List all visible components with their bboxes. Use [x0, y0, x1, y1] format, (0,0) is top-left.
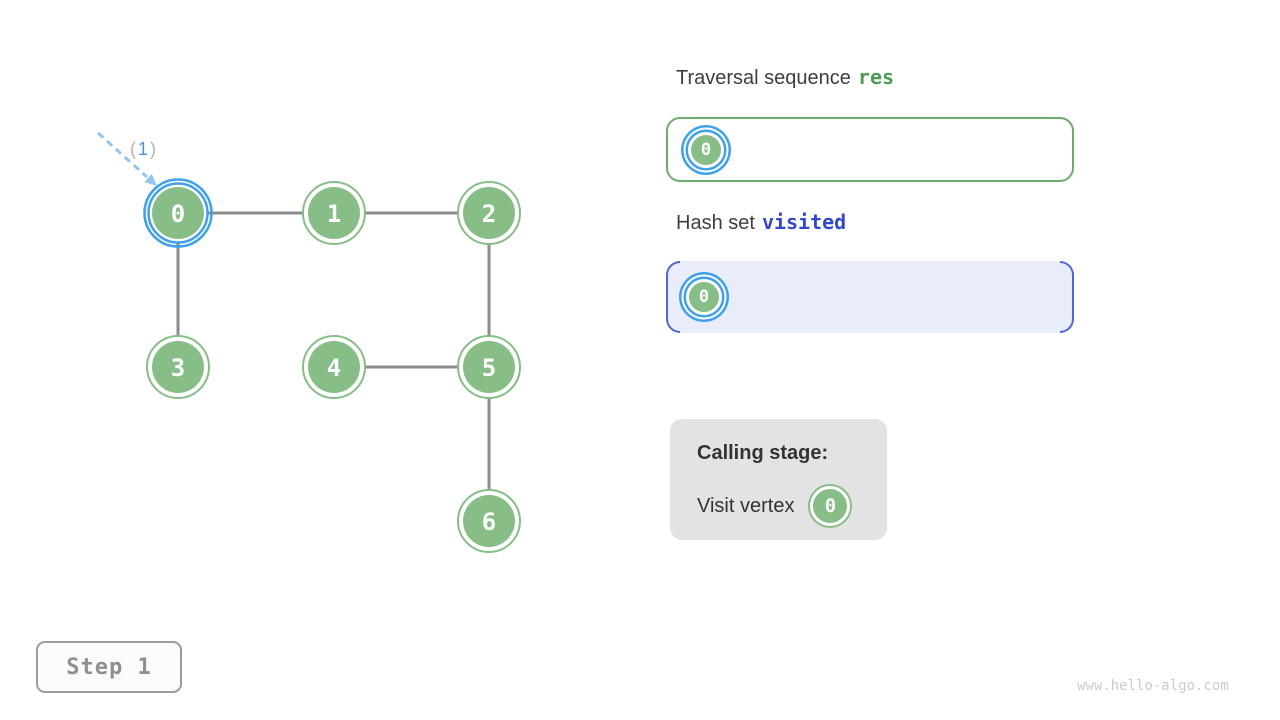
calling-stage-line: Visit vertex 0: [697, 486, 887, 526]
calling-vertex-node: 0: [810, 486, 851, 526]
graph-node-3[interactable]: 3: [146, 335, 210, 399]
hash-set-title-text: Hash set: [676, 212, 755, 234]
calling-stage-title: Calling stage:: [697, 442, 829, 464]
watermark: www.hello-algo.com: [1077, 678, 1229, 694]
graph-nodes: 0 1 2 3 4 5 6: [143, 178, 521, 553]
calling-vertex-label: 0: [824, 495, 837, 517]
hash-set-title: Hash set visited: [676, 209, 846, 236]
traversal-sequence-box: 0: [666, 117, 1074, 182]
hash-set-box: 0: [666, 261, 1074, 333]
hash-set-title-code: visited: [761, 210, 847, 234]
traversal-title-code: res: [857, 65, 895, 89]
hash-set-items: 0: [666, 261, 1074, 333]
graph-node-0[interactable]: 0: [143, 178, 213, 248]
call-order-annotation: (1): [130, 139, 158, 159]
set-bracket-left-icon: [666, 261, 680, 333]
traversal-sequence-title: Traversal sequence res: [676, 64, 894, 91]
graph-node-label: 3: [171, 354, 185, 382]
set-item-node: 0: [688, 131, 724, 168]
traversal-title-text: Traversal sequence: [676, 67, 851, 89]
calling-action-text: Visit vertex: [697, 494, 795, 517]
step-arrow: [96, 131, 157, 186]
arrowhead-icon: [144, 173, 157, 186]
calling-stage-box: Calling stage: Visit vertex 0: [670, 419, 887, 540]
graph-node-6[interactable]: 6: [457, 489, 521, 553]
graph-node-label: 4: [327, 354, 341, 382]
graph-node-label: 6: [482, 508, 496, 536]
graph-node-5[interactable]: 5: [457, 335, 521, 399]
set-item-label: 0: [698, 287, 710, 307]
set-item-label: 0: [700, 139, 712, 160]
graph-node-label: 2: [482, 200, 496, 228]
graph-node-4[interactable]: 4: [302, 335, 366, 399]
graph-node-2[interactable]: 2: [457, 181, 521, 245]
traversal-sequence-items: 0: [668, 119, 1072, 180]
graph-node-label: 0: [171, 200, 185, 228]
set-item-node: 0: [686, 279, 722, 315]
graph-node-1[interactable]: 1: [302, 181, 366, 245]
step-button[interactable]: Step 1: [36, 641, 182, 693]
set-bracket-right-icon: [1060, 261, 1074, 333]
graph-node-label: 1: [327, 200, 341, 228]
graph-node-label: 5: [482, 354, 496, 382]
